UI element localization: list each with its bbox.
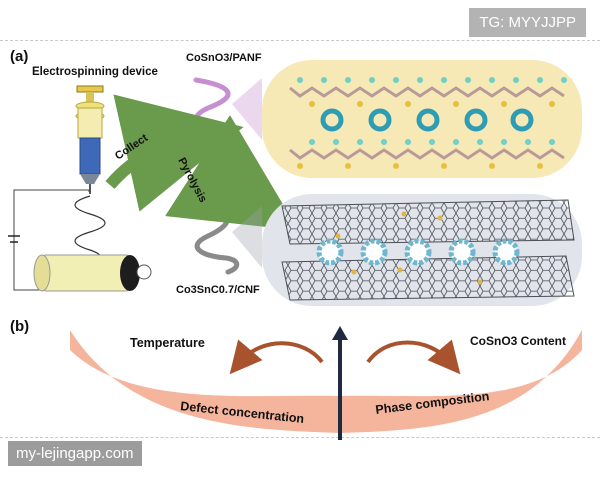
syringe-solution — [79, 137, 101, 175]
rotation-icon — [136, 264, 152, 280]
fiber-jet — [74, 195, 106, 265]
carbon-fiber — [194, 203, 240, 275]
panel-a-tag: (a) — [10, 48, 29, 65]
content-label: CoSnO3 Content — [470, 334, 566, 348]
precursor-fiber — [193, 77, 239, 141]
cosno3-particles — [320, 108, 534, 132]
temperature-label: Temperature — [130, 336, 205, 350]
electrospinning-device — [8, 85, 152, 292]
carbon-structure-panel — [262, 194, 582, 306]
device-label: Electrospinning device — [32, 66, 158, 78]
top-divider — [0, 40, 600, 41]
polymer-chain-top — [289, 86, 565, 98]
salmon-bowl — [70, 330, 582, 433]
curl-arrow-left — [229, 339, 324, 375]
collector-drum — [41, 254, 131, 292]
drum-end-right — [120, 255, 140, 291]
syringe-plunger-rod — [86, 92, 94, 106]
defect-markers — [335, 211, 483, 285]
co3snc-particles — [316, 238, 520, 266]
chain-side-groups — [297, 77, 567, 145]
curl-arrow-right — [366, 339, 461, 375]
axis-arrowhead — [332, 326, 348, 340]
pyrolysis-label: Pyrolysis — [175, 156, 209, 205]
zoom-cone-top — [232, 78, 262, 140]
circuit-wire — [13, 189, 90, 291]
graphene-sheet-top — [281, 199, 575, 245]
bottom-watermark: my-lejingapp.com — [8, 441, 142, 466]
syringe-needle — [89, 184, 91, 194]
syringe-barrel — [77, 107, 103, 139]
precursor-label: CoSnO3/PANF — [186, 52, 262, 64]
voltage-source — [8, 235, 20, 243]
syringe-tip — [80, 174, 100, 184]
zoom-cone-bottom — [232, 206, 262, 268]
product-label: Co3SnC0.7/CNF — [176, 284, 260, 296]
chain-n-atoms — [297, 101, 555, 169]
panel-b-tag: (b) — [10, 318, 30, 335]
bottom-divider — [0, 437, 600, 438]
syringe-plunger-cap — [76, 85, 104, 93]
precursor-structure-panel — [262, 60, 582, 178]
drum-end-left — [33, 254, 51, 292]
precursor-panel-bg — [262, 60, 582, 178]
top-watermark: TG: MYYJJPP — [469, 8, 586, 37]
polymer-chain-bottom — [289, 148, 565, 160]
pyrolysis-arrow — [165, 115, 299, 231]
